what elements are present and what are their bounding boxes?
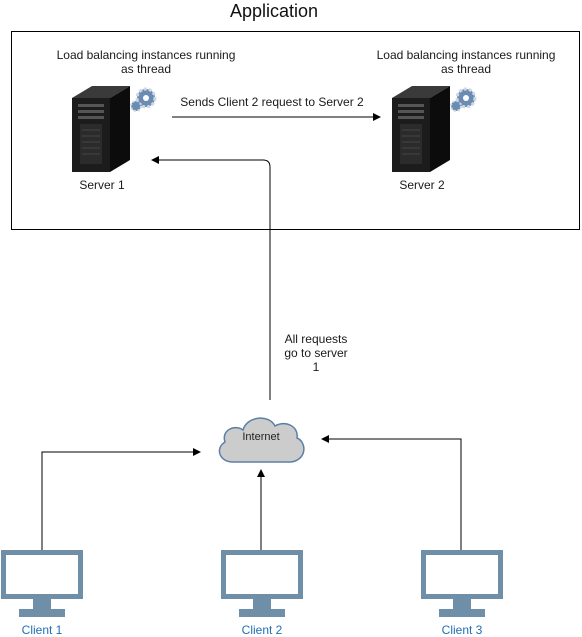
server-tower-with-gears-icon	[72, 86, 157, 172]
server-2-label: Server 2	[399, 178, 445, 192]
server-1-caption: Load balancing instances running as thre…	[56, 48, 236, 76]
monitor-icon	[421, 550, 503, 617]
arrow-client1-to-internet	[41, 448, 201, 550]
cloud-icon	[218, 417, 305, 463]
server-to-server-edge-label: Sends Client 2 request to Server 2	[180, 95, 364, 109]
client-1-label: Client 1	[21, 623, 63, 637]
internet-label: Internet	[242, 431, 280, 443]
diagram-title: Application	[229, 1, 319, 21]
monitor-icon	[1, 550, 83, 617]
server-tower-with-gears-icon	[392, 86, 477, 172]
application-boundary	[11, 31, 580, 230]
server-2-caption: Load balancing instances running as thre…	[376, 48, 556, 76]
monitor-icon	[221, 550, 303, 617]
client-2-label: Client 2	[241, 623, 283, 637]
arrow-client3-to-internet	[321, 435, 462, 550]
internet-to-server-edge-label: All requests go to server 1	[284, 332, 348, 374]
client-3-label: Client 3	[441, 623, 483, 637]
server-1-label: Server 1	[79, 178, 125, 192]
arrow-internet-to-server1	[151, 156, 271, 400]
